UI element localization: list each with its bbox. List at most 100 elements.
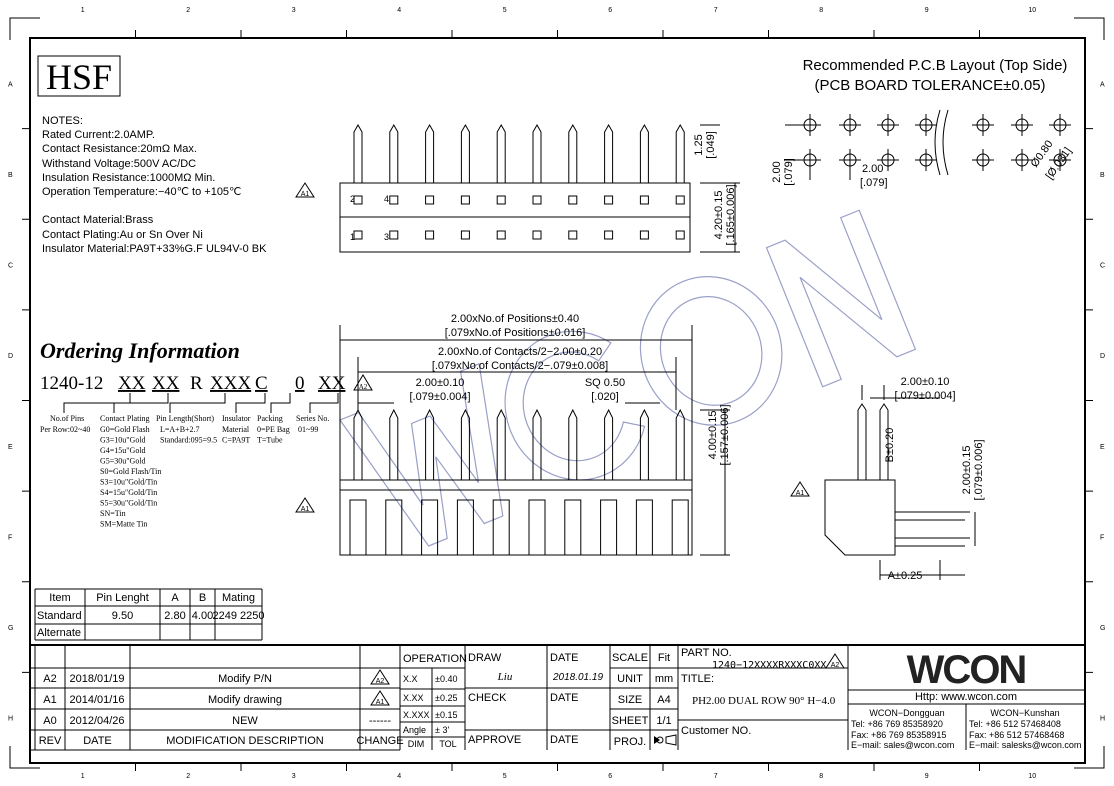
revision-header: REV: [39, 735, 62, 747]
wcon-logo: WCON: [907, 648, 1026, 692]
zone-column-label: 6: [608, 773, 612, 780]
revision-date: 2014/01/16: [69, 694, 124, 706]
ordering-code-segment: XX: [152, 373, 180, 394]
zone-column-label: 9: [925, 773, 929, 780]
table-header: Item: [49, 592, 70, 604]
zone-column-label: 9: [925, 7, 929, 14]
pin-square: [675, 230, 685, 240]
revision-header: CHANGE: [356, 735, 403, 747]
side-dim-pitch: 2.00±0.10: [901, 376, 950, 388]
rev-mark: [370, 690, 390, 706]
zone-column-label: 6: [608, 7, 612, 14]
zone-row-label: E: [1100, 444, 1105, 451]
revision-description: Modify P/N: [218, 673, 272, 685]
pin-square: [532, 195, 542, 205]
scale-value: Fit: [658, 652, 670, 664]
rev-mark-a1: A1: [295, 497, 315, 513]
ordering-field-label: Series No.: [296, 414, 329, 423]
revision-header: DATE: [83, 735, 112, 747]
office-email[interactable]: E−mail: sales@wcon.com: [851, 740, 954, 750]
note-line: Rated Current:2.0AMP.: [42, 129, 155, 141]
note-line: Contact Material:Brass: [42, 214, 154, 226]
hsf-logo-box: [37, 55, 121, 97]
pcb-subtitle: (PCB BOARD TOLERANCE±0.05): [814, 77, 1045, 94]
ordering-leader: [235, 393, 266, 413]
office-fax: Fax: +86 769 85358915: [851, 730, 946, 740]
ordering-field-option: S0=Gold Flash/Tin: [100, 467, 161, 476]
svg-text:A1: A1: [301, 506, 310, 513]
hole-centerline: [877, 149, 899, 171]
pin-square: [639, 230, 649, 240]
break-mark: [934, 109, 949, 176]
table-header: Pin Lenght: [96, 592, 149, 604]
table-cell: 2.80: [164, 610, 185, 622]
zone-column-label: 1: [81, 7, 85, 14]
zone-column-label: 8: [819, 7, 823, 14]
zone-column-label: 3: [292, 773, 296, 780]
rev-mark-label: A1: [376, 699, 385, 706]
front-view-body: [339, 479, 693, 556]
zone-row-label: A: [8, 81, 13, 88]
note-line: Insulation Resistance:1000MΩ Min.: [42, 172, 215, 184]
ordering-field-label: Pin Length(Short): [156, 414, 214, 423]
date-label: DATE: [550, 734, 579, 746]
ordering-leader: [309, 393, 339, 413]
dim-width: 4.20±0.15: [713, 191, 725, 240]
pcb-dim-v-in: [.079]: [783, 158, 795, 186]
pcb-dim-h: 2.00: [862, 163, 883, 175]
pin: [639, 123, 649, 183]
ordering-code-segment: 1240-12: [40, 373, 103, 394]
rev-mark-a1: A1: [790, 481, 810, 497]
side-dim-a: A±0.25: [888, 570, 923, 582]
hole-centerline: [1011, 149, 1033, 171]
pin-square: [604, 195, 614, 205]
hsf-logo: HSF: [46, 57, 112, 97]
office-tel: Tel: +86 769 85358920: [851, 719, 943, 729]
hole-centerline: [1049, 149, 1071, 171]
ordering-field-label: No.of Pins: [50, 414, 84, 423]
ordering-code-segment: XX: [118, 373, 146, 394]
pin-cavity: [671, 499, 689, 555]
note-line: Withstand Voltage:500V AC/DC: [42, 158, 196, 170]
zone-row-label: D: [1100, 353, 1105, 360]
zone-column-label: 7: [714, 7, 718, 14]
size-label: SIZE: [618, 694, 642, 706]
dim-contacts: 2.00xNo.of Contacts/2−2.00±0.20: [438, 346, 602, 358]
office-email[interactable]: E−mail: salesks@wcon.com: [969, 740, 1081, 750]
pin: [460, 123, 470, 183]
ordering-leader: [270, 393, 291, 413]
zone-row-label: C: [8, 263, 13, 270]
dim-pitch: 2.00±0.10: [416, 377, 465, 389]
dim-total-in: [.079xNo.of Positions±0.016]: [445, 327, 586, 339]
revision-date: 2018/01/19: [69, 673, 124, 685]
tol-label: TOL: [439, 739, 456, 749]
pin: [675, 123, 685, 183]
pin-square: [389, 230, 399, 240]
rev-mark-label: ------: [369, 715, 391, 727]
tolerance-dim: X.XX: [403, 693, 424, 703]
ordering-field-option: Material: [222, 425, 250, 434]
pin-cavity: [600, 499, 618, 555]
date-label: DATE: [550, 652, 579, 664]
pin-square: [389, 195, 399, 205]
drawer-signature: Liu: [497, 671, 513, 683]
table-header: Mating: [222, 592, 255, 604]
ordering-field-option: 0=PE Bag: [257, 425, 290, 434]
ordering-field-option: G3=10u"Gold: [100, 436, 146, 445]
hole-centerline: [799, 149, 821, 171]
table-cell: 9.50: [112, 610, 133, 622]
unit-value: mm: [655, 673, 673, 685]
pin-square: [460, 230, 470, 240]
pin-cavity: [456, 499, 474, 555]
ordering-field-option: G5=30u"Gold: [100, 457, 146, 466]
company-url[interactable]: Http: www.wcon.com: [915, 691, 1017, 703]
zone-row-label: G: [1100, 625, 1105, 632]
zone-column-label: 5: [503, 7, 507, 14]
pin-square: [675, 195, 685, 205]
pin: [496, 408, 506, 480]
pin: [568, 408, 578, 480]
ordering-leader: [169, 393, 226, 413]
ordering-field-option: C=PA9T: [222, 436, 250, 445]
